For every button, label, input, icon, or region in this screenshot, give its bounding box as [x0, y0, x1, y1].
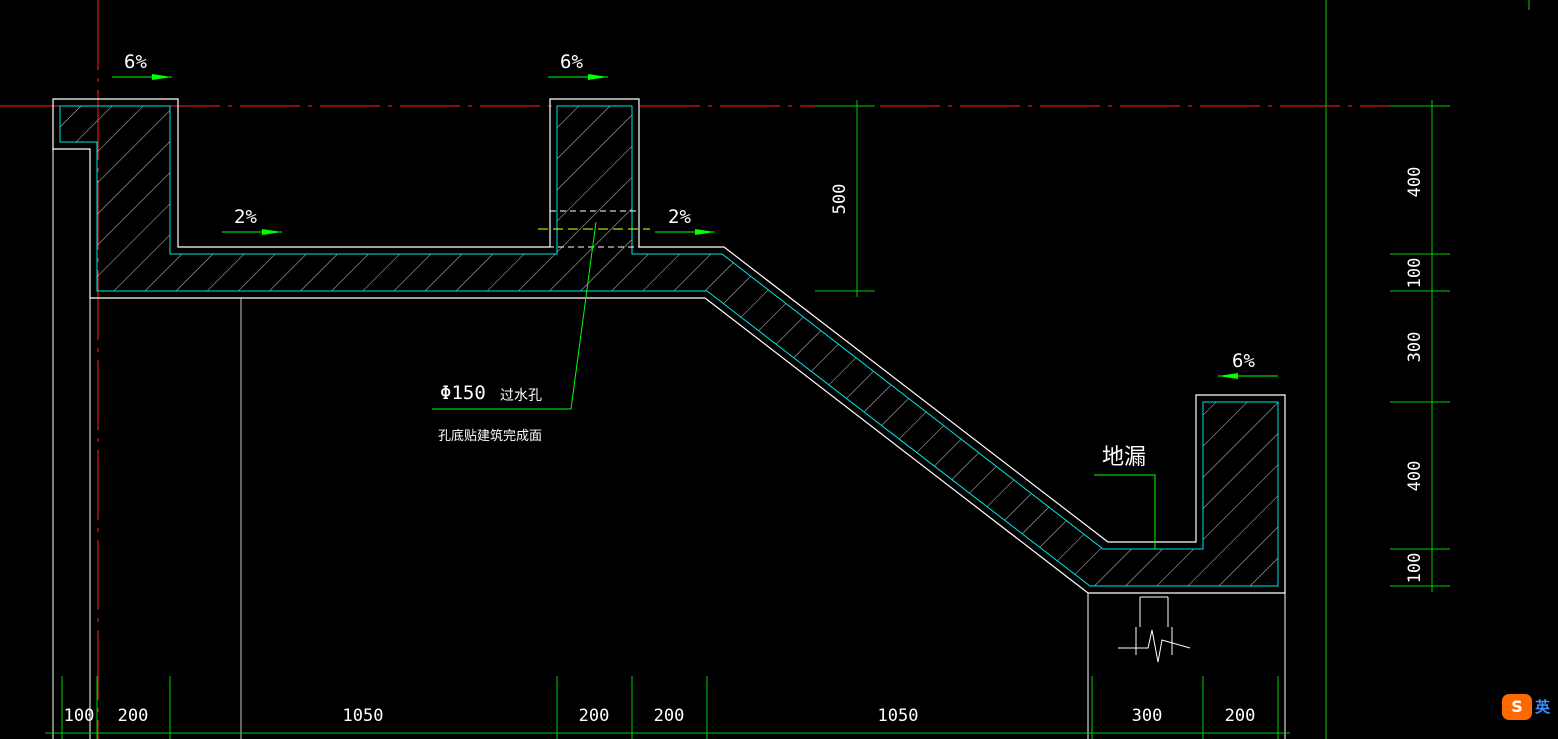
concrete-fill	[60, 106, 1278, 586]
leader-lines	[432, 221, 1156, 549]
dim-bottom-label: 200	[579, 706, 610, 726]
dim-right-100-bottom: 100	[1405, 553, 1425, 584]
slope-label-floor-left: 2%	[234, 206, 257, 228]
slope-label-top-left: 6%	[124, 51, 147, 73]
outer-outline	[52, 98, 1286, 594]
water-hole-name-label: 过水孔	[500, 388, 542, 404]
dim-bottom-label: 100	[64, 706, 95, 726]
slope-label-top-mid: 6%	[560, 51, 583, 73]
section-profile	[52, 98, 1286, 739]
bottom-dimension-labels: 100 200 1050 200 200 1050 300 200	[64, 706, 1256, 726]
inner-outline	[59, 105, 1279, 587]
dim-right-100-top: 100	[1405, 258, 1425, 289]
floor-drain-symbol	[1118, 596, 1191, 663]
bottom-dimension-line	[45, 676, 1290, 739]
ime-logo-icon[interactable]: S	[1502, 694, 1532, 720]
slope-label-floor-right: 2%	[668, 206, 691, 228]
slope-arrows	[112, 74, 1278, 379]
dim-right-400-bottom: 400	[1405, 461, 1425, 492]
dim-right-400-top: 400	[1405, 167, 1425, 198]
floor-drain-label: 地漏	[1102, 445, 1146, 470]
dim-bottom-label: 200	[1225, 706, 1256, 726]
dim-mid-500: 500	[830, 184, 850, 215]
dim-bottom-label: 1050	[878, 706, 919, 726]
dim-bottom-label: 300	[1132, 706, 1163, 726]
axis-lines	[0, 0, 1390, 739]
grid-lines	[815, 0, 1530, 739]
dim-bottom-label: 1050	[343, 706, 384, 726]
ime-mode-indicator[interactable]: 英	[1535, 698, 1551, 716]
dim-bottom-label: 200	[654, 706, 685, 726]
water-hole	[538, 210, 650, 248]
water-hole-note: 孔底贴建筑完成面	[438, 428, 542, 444]
water-hole-diameter-label: Φ150	[440, 382, 486, 404]
dim-bottom-label: 200	[118, 706, 149, 726]
slope-label-right-curb: 6%	[1232, 350, 1255, 372]
dim-right-300: 300	[1405, 332, 1425, 363]
